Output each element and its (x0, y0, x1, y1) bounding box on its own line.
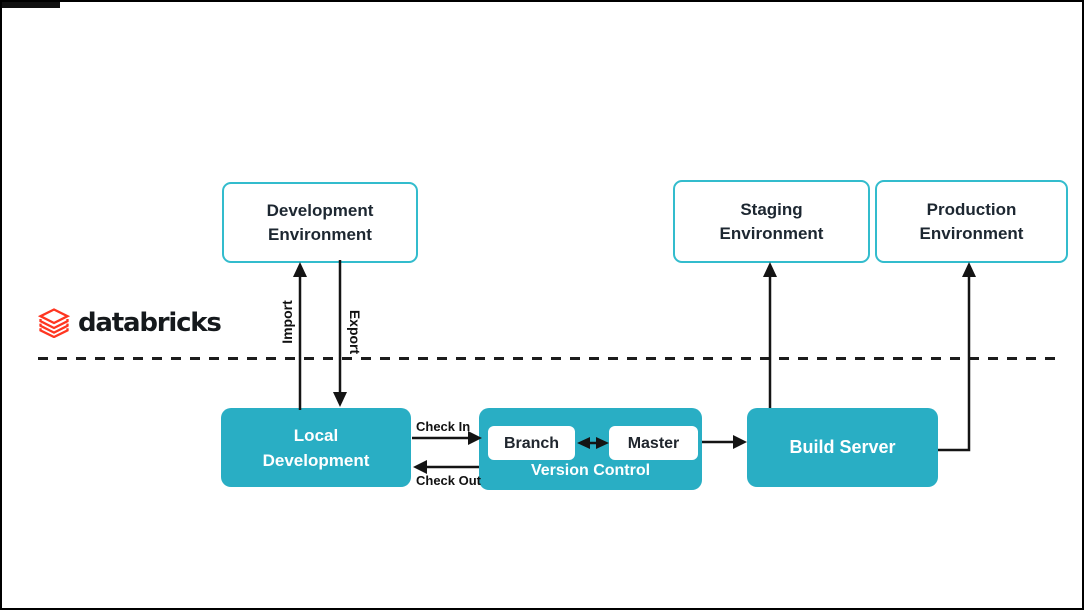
export-label: Export (347, 309, 363, 355)
top-left-bar (2, 2, 60, 8)
build-to-production-arrow-line (938, 276, 971, 452)
development-environment-box: Development Environment (222, 182, 418, 263)
import-label: Import (279, 300, 295, 344)
databricks-layers-icon (38, 308, 70, 338)
production-environment-box: Production Environment (875, 180, 1068, 263)
import-arrowhead-up (293, 262, 307, 277)
local-development-label-line1: Local (293, 425, 339, 445)
version-control-box: Branch Master Version Control (479, 408, 702, 490)
environment-divider-line (38, 357, 1064, 360)
version-control-label: Version Control (530, 462, 651, 479)
check-out-label: Check Out (416, 473, 482, 488)
staging-environment-box: Staging Environment (673, 180, 870, 263)
local-development-label-line2: Development (262, 450, 370, 470)
branch-label: Branch (503, 434, 560, 452)
production-environment-label-line1: Production (926, 199, 1017, 219)
local-development-box: Local Development (221, 408, 411, 487)
export-arrowhead-down (333, 392, 347, 407)
production-environment-label-line2: Environment (919, 223, 1024, 243)
master-box: Master (609, 426, 698, 460)
check-in-label: Check In (416, 419, 471, 434)
vc-to-build-arrowhead-right (733, 435, 747, 449)
build-to-staging-arrowhead-up (763, 262, 777, 277)
development-environment-label-line1: Development (266, 200, 374, 220)
check-out-arrowhead-left (413, 460, 427, 474)
branch-box: Branch (488, 426, 575, 460)
development-environment-label-line2: Environment (268, 224, 372, 244)
databricks-wordmark: databricks (78, 308, 222, 338)
databricks-logo: databricks (38, 308, 222, 338)
staging-environment-label-line2: Environment (719, 223, 824, 243)
build-server-label: Build Server (789, 437, 896, 457)
staging-environment-label-line1: Staging (740, 199, 803, 219)
build-server-box: Build Server (747, 408, 938, 487)
build-to-production-arrowhead-up (962, 262, 976, 277)
master-label: Master (627, 434, 680, 452)
